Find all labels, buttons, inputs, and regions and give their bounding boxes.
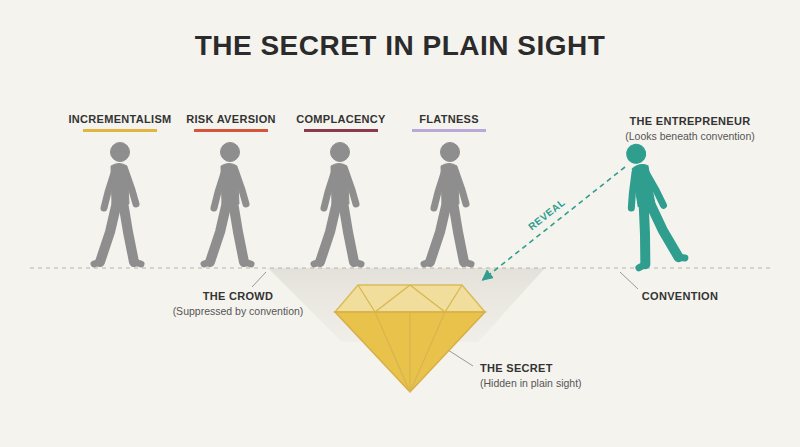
crowd-figures [94,143,471,265]
callout-label: THE CROWD [203,290,274,303]
gem-shape [330,280,490,395]
gem-facet [409,312,410,392]
walker-figure [204,143,251,265]
edge-label: REVEAL [526,197,567,233]
gem-facet [410,312,445,392]
gem-crown [335,285,485,312]
trait-label: COMPLACENCY [296,113,385,126]
walker-figure [94,143,141,265]
node-note: (Looks beneath convention) [625,130,755,142]
gem-facet [410,285,445,312]
trait-label: RISK AVERSION [186,113,275,126]
trait-underline [412,129,486,132]
gem-facet [358,285,375,312]
node-note: (Hidden in plain sight) [480,377,582,389]
gem-facet [375,312,410,392]
trait-label: INCREMENTALISM [69,113,172,126]
gem-pavilion [335,312,485,392]
reveal-arrow [483,167,625,280]
figure-shape [625,145,695,269]
trait-underline [304,129,378,132]
entrepreneur-figure: THE ENTREPRENEUR(Looks beneath conventio… [625,145,695,269]
leader-line [620,272,638,289]
gem-facet [375,285,410,312]
callout-note: (Suppressed by convention) [173,305,304,317]
walker-figure [614,139,685,268]
trait-label: FLATNESS [419,113,479,126]
leader-line [448,350,473,366]
gem-facet [445,285,462,312]
callout-label: CONVENTION [642,290,718,303]
walker-figure [424,143,471,265]
trait-underline [83,129,157,132]
leader-line [252,272,266,287]
trait-underline [194,129,268,132]
node-heading: THE SECRET [480,362,553,375]
ground-line [30,267,770,268]
node-heading: THE ENTREPRENEUR [630,115,751,128]
diagram-title: THE SECRET IN PLAIN SIGHT [195,30,606,62]
gem-diamond: THE SECRET(Hidden in plain sight) [330,280,490,395]
walker-figure [314,143,361,265]
